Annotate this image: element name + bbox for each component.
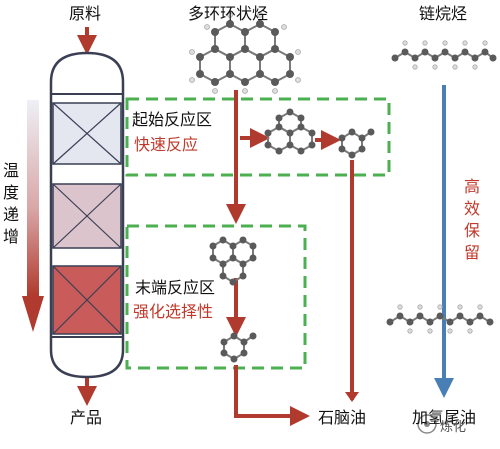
chain-alkane-icon-bottom (386, 304, 494, 334)
catalyst-bed-3 (52, 265, 122, 335)
catalyst-bed-2 (52, 183, 122, 249)
watermark-text: 炼化 (440, 420, 467, 435)
tricyclic-molecule-icon (264, 108, 316, 155)
partially-saturated-molecule-icon (209, 236, 257, 286)
reactor-vessel (49, 51, 125, 379)
temperature-gradient-label: 温度递增 (2, 161, 19, 246)
initial-zone-title: 起始反应区 (132, 110, 213, 129)
monocyclic-molecule-icon-1 (338, 128, 375, 159)
chain-alkane-icon-top (391, 40, 497, 70)
end-reaction-zone (125, 224, 307, 370)
initial-zone-subtitle: 快速反应 (134, 135, 199, 154)
polycyclic-molecule-icon (189, 12, 301, 94)
naphtha-label: 石脑油 (318, 408, 367, 427)
watermark-logo-icon (417, 414, 437, 434)
process-arrows (226, 90, 359, 426)
end-zone-title: 末端反应区 (135, 278, 216, 297)
monocyclic-molecule-icon-2 (220, 332, 257, 363)
high-efficiency-retention-label: 高效保留 (463, 177, 480, 262)
temperature-gradient-arrow (22, 100, 44, 332)
feedstock-label: 原料 (69, 4, 102, 23)
initial-reaction-zone (125, 97, 391, 177)
chain-alkanes-label: 链烷烃 (419, 4, 468, 23)
polycyclic-aromatics-label: 多环环状烃 (188, 4, 269, 23)
product-label: 产品 (70, 408, 103, 427)
catalyst-bed-1 (52, 102, 122, 165)
hydrocracked-tail-oil-label: 加氢尾油 (412, 408, 477, 427)
end-zone-subtitle: 强化选择性 (133, 302, 214, 321)
